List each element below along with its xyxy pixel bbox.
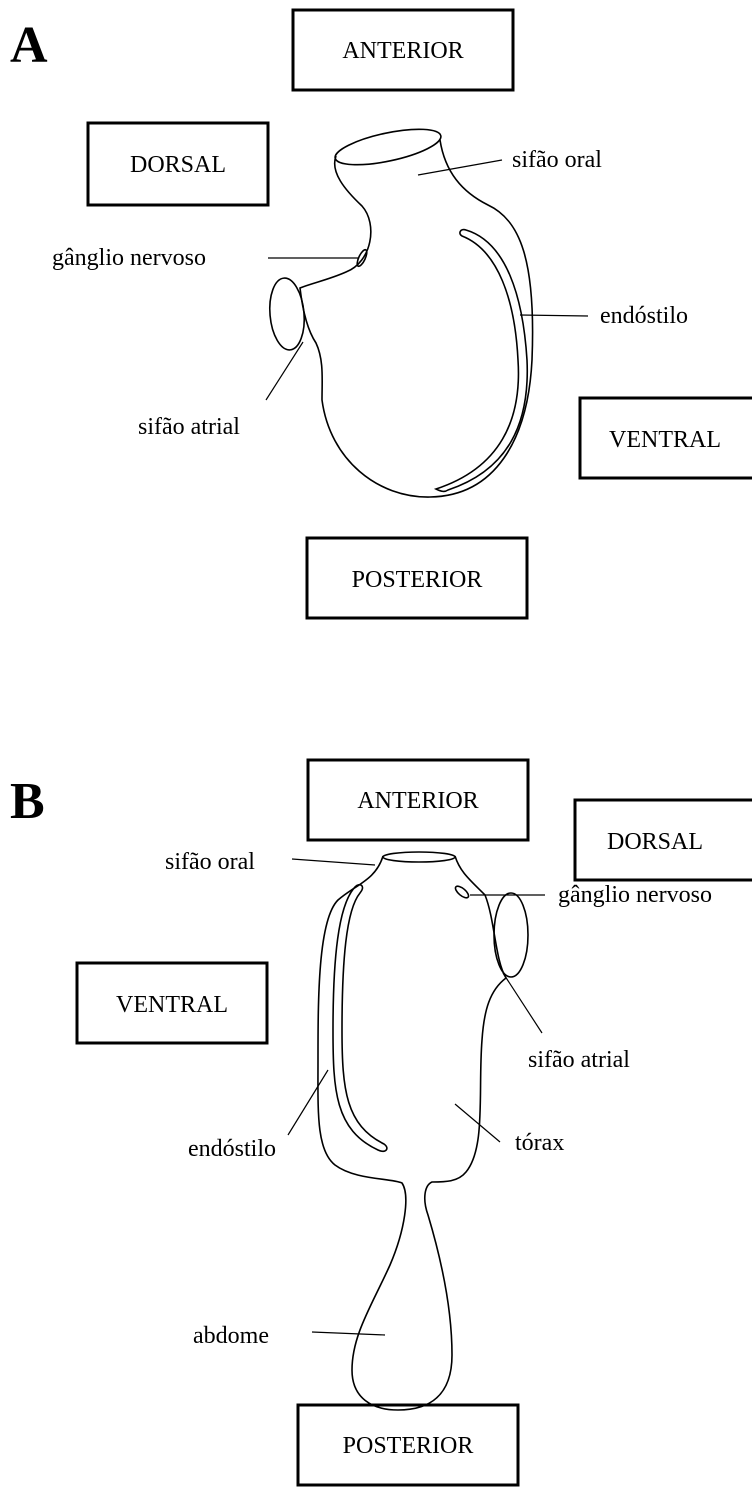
panel-a-ventral-box: VENTRAL (580, 398, 752, 478)
panel-b-anterior-label: ANTERIOR (357, 788, 478, 814)
panel-a-posterior-box: POSTERIOR (307, 538, 527, 618)
panel-b-abdomen-leader (312, 1332, 385, 1335)
panel-b: B ANTERIOR DORSAL VENTRAL POSTERIOR (10, 760, 752, 1485)
panel-a-letter: A (10, 17, 48, 74)
panel-b-ascidian-body (318, 852, 528, 1410)
panel-b-endostyle (333, 885, 387, 1152)
panel-a-anterior-label: ANTERIOR (342, 38, 463, 64)
panel-b-endostyle-leader (288, 1070, 328, 1135)
panel-b-oral-siphon-opening (383, 852, 455, 862)
panel-a-endostyle (436, 230, 527, 492)
panel-b-oral-siphon-label: sifão oral (165, 849, 255, 875)
panel-b-thorax-label: tórax (515, 1130, 564, 1156)
panel-a-body-outline (300, 140, 533, 497)
panel-b-dorsal-box: DORSAL (575, 800, 752, 880)
panel-a: A ANTERIOR DORSAL VENTRAL POSTERIOR (10, 10, 752, 618)
panel-b-endostyle-label: endóstilo (188, 1136, 276, 1162)
panel-b-ventral-label: VENTRAL (116, 992, 228, 1018)
panel-a-atrial-siphon-leader (266, 342, 303, 400)
panel-a-oral-siphon-opening (332, 122, 443, 172)
panel-b-nerve-ganglion (454, 884, 471, 900)
panel-a-posterior-label: POSTERIOR (352, 567, 483, 593)
panel-a-oral-siphon-label: sifão oral (512, 147, 602, 173)
panel-a-dorsal-box: DORSAL (88, 123, 268, 205)
panel-a-oral-siphon-leader (418, 160, 502, 175)
panel-b-thorax-leader (455, 1104, 500, 1142)
panel-a-endostyle-label: endóstilo (600, 303, 688, 329)
panel-b-atrial-siphon-opening (494, 893, 528, 977)
panel-b-dorsal-label: DORSAL (607, 829, 703, 855)
panel-b-letter: B (10, 773, 45, 830)
panel-a-endostyle-leader (520, 315, 588, 316)
panel-b-ventral-box: VENTRAL (77, 963, 267, 1043)
panel-a-nerve-ganglion-label: gânglio nervoso (52, 245, 206, 271)
panel-a-anterior-box: ANTERIOR (293, 10, 513, 90)
panel-a-dorsal-label: DORSAL (130, 152, 226, 178)
panel-a-ascidian-body (267, 122, 533, 497)
panel-b-abdomen-label: abdome (193, 1323, 269, 1349)
panel-b-posterior-box: POSTERIOR (298, 1405, 518, 1485)
panel-b-atrial-siphon-leader (503, 973, 542, 1033)
panel-b-anterior-box: ANTERIOR (308, 760, 528, 840)
panel-a-ventral-label: VENTRAL (609, 427, 721, 453)
panel-b-oral-siphon-leader (292, 859, 375, 865)
panel-b-posterior-label: POSTERIOR (343, 1433, 474, 1459)
panel-b-nerve-ganglion-label: gânglio nervoso (558, 882, 712, 908)
panel-b-atrial-siphon-label: sifão atrial (528, 1047, 630, 1073)
panel-a-atrial-siphon-label: sifão atrial (138, 414, 240, 440)
